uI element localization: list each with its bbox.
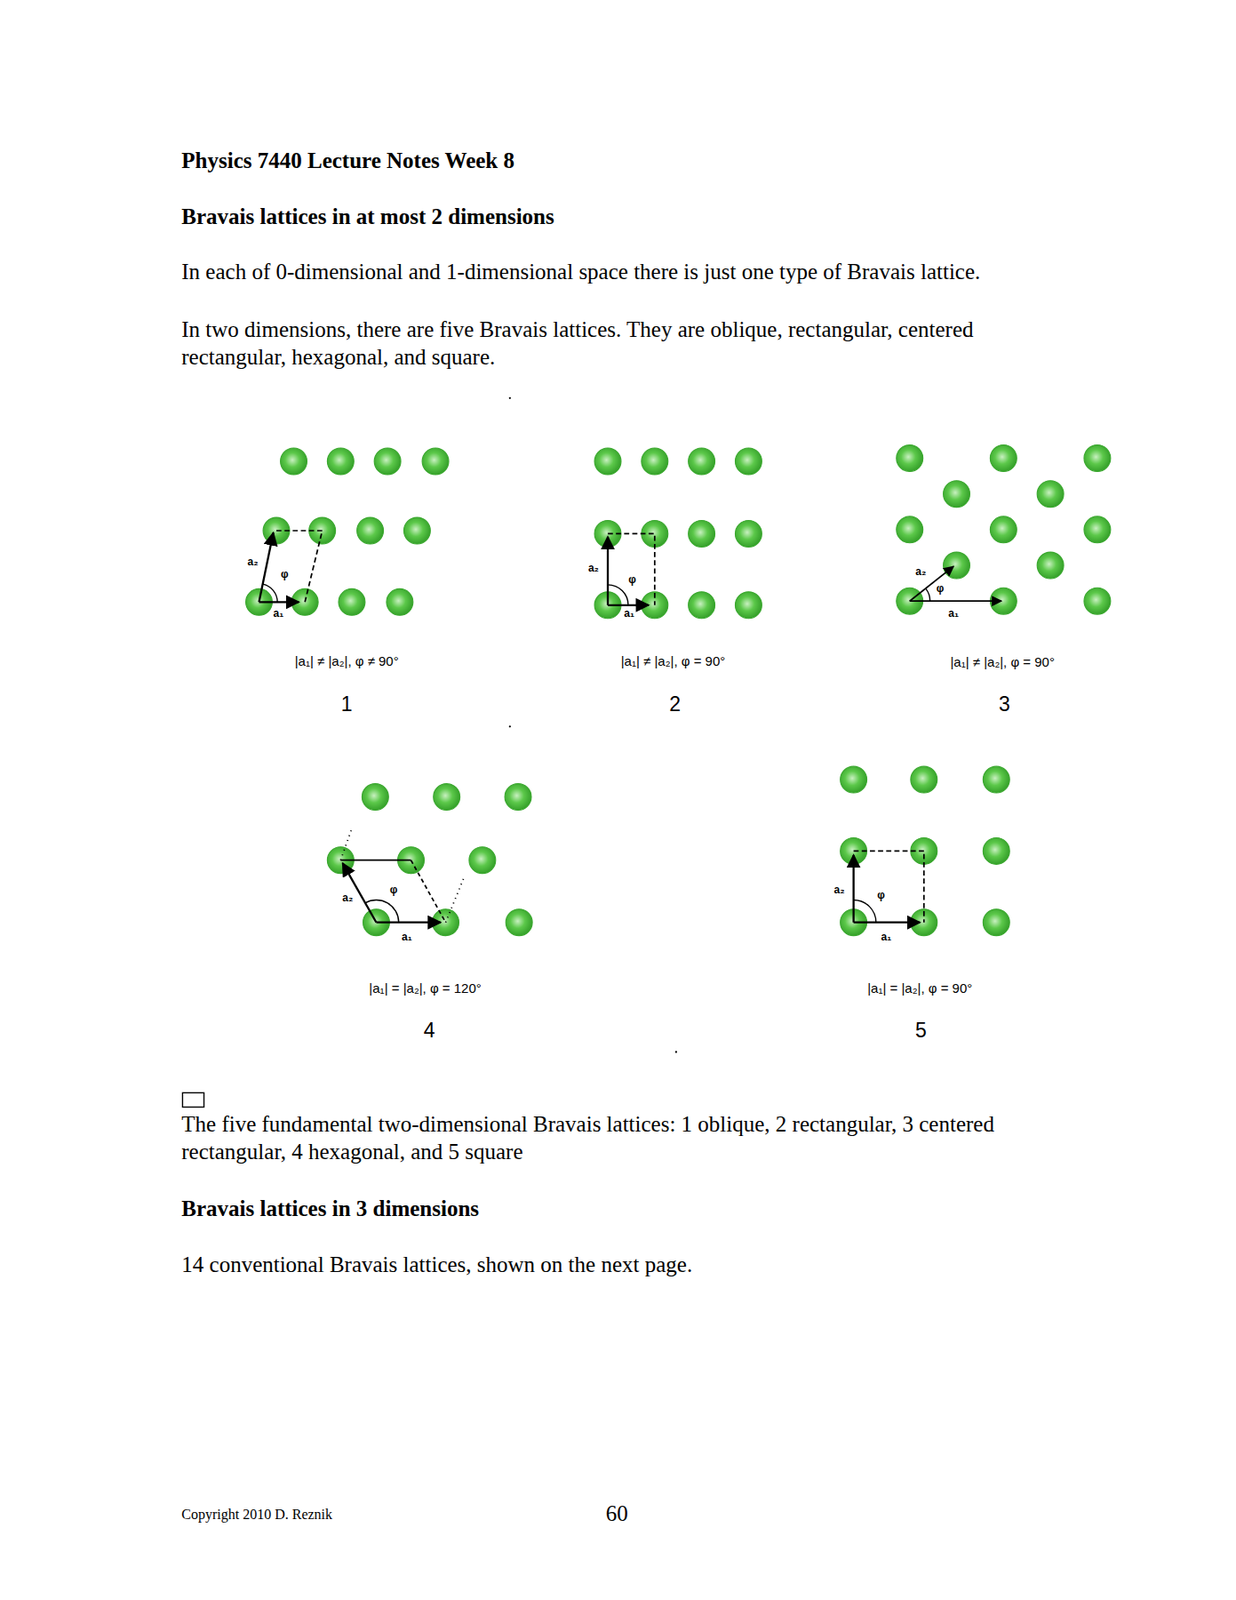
figure-caption: The five fundamental two-dimensional Bra…	[181, 1109, 1035, 1165]
cell-outline	[276, 530, 323, 602]
lattice-atom	[505, 909, 533, 936]
paragraph: In two dimensions, there are five Bravai…	[181, 315, 1070, 371]
lattice-atom	[469, 846, 496, 874]
vector-a1	[259, 600, 300, 603]
empty-box	[182, 1092, 204, 1107]
footer-copyright: Copyright 2010 D. Reznik	[181, 1505, 333, 1524]
lattice-atom	[943, 480, 971, 508]
section-heading: Bravais lattices in 3 dimensions	[181, 1193, 479, 1221]
figure-number: 5	[915, 1017, 927, 1044]
cell-lines	[259, 530, 1003, 923]
lattice-atom	[982, 909, 1010, 936]
lattice-atom	[1084, 587, 1111, 615]
angle-arcs	[263, 583, 931, 923]
vector-label: a₂	[247, 555, 260, 569]
page-title: Physics 7440 Lecture Notes Week 8	[181, 146, 515, 175]
cell-outline	[607, 533, 655, 605]
figure-number: 2	[669, 690, 681, 717]
angle-arc	[607, 584, 629, 606]
paragraph: 14 conventional Bravais lattices, shown …	[181, 1249, 693, 1277]
figure-number: 3	[998, 690, 1011, 717]
lattice-atom	[641, 447, 669, 475]
angle-label: φ	[935, 582, 946, 596]
cell-outline	[340, 859, 411, 862]
lattice-atom	[840, 765, 868, 793]
lattice-condition: |a₁| = |a₂|, φ = 120°	[368, 978, 481, 996]
lattice-condition: |a₁| ≠ |a₂|, φ ≠ 90°	[295, 651, 399, 669]
section-heading: Bravais lattices in at most 2 dimensions	[181, 202, 554, 231]
lattice-atom	[504, 783, 532, 811]
lattice-atom	[910, 765, 938, 793]
lattice-atom	[982, 837, 1010, 864]
vector-label: a₂	[914, 564, 927, 578]
lattice-atom	[1084, 445, 1111, 472]
vector-label: a₂	[341, 890, 354, 904]
vector-label: a₁	[880, 929, 894, 943]
lattice-atom	[982, 765, 1010, 793]
lattice-atom	[433, 783, 461, 811]
lattice-atom	[361, 783, 389, 811]
vector-a2	[606, 536, 609, 606]
lattice-atom	[989, 516, 1017, 543]
vector-label: a₁	[400, 929, 414, 943]
vector-a1	[909, 599, 1002, 602]
lattice-atom	[386, 588, 414, 615]
lattice-condition: |a₁| ≠ |a₂|, φ = 90°	[621, 651, 726, 669]
atoms	[246, 445, 1111, 936]
lattice-atom	[374, 447, 401, 475]
page-number: 60	[606, 1499, 629, 1527]
lattice-atom	[403, 517, 431, 544]
angle-arc	[365, 899, 399, 922]
lattice-atom	[1036, 551, 1064, 579]
lattice-atom	[326, 447, 354, 475]
lattice-atom	[896, 516, 924, 543]
cell-outline	[853, 850, 925, 922]
cell-outline	[446, 877, 465, 922]
lattice-condition: |a₁| = |a₂|, φ = 90°	[867, 978, 973, 996]
angle-label: φ	[627, 572, 638, 586]
vector-a1	[375, 921, 440, 924]
angle-arc	[853, 899, 877, 922]
lattice-atom	[338, 588, 366, 615]
vector-label: a₁	[947, 606, 960, 620]
angle-arc	[925, 588, 931, 601]
lattice-atom	[688, 520, 716, 548]
vector-label: a₁	[271, 606, 285, 620]
angle-label: φ	[389, 882, 399, 896]
vector-label: a₂	[587, 561, 600, 575]
lattice-atom	[422, 447, 449, 475]
lattice-condition: |a₁| ≠ |a₂|, φ = 90°	[949, 652, 1055, 670]
lattice-atom	[688, 447, 716, 475]
vector-a2	[259, 532, 274, 602]
lattice-atom	[1036, 480, 1064, 508]
lattice-atom	[594, 447, 622, 475]
angle-arc	[263, 583, 278, 602]
figure-number: 4	[423, 1017, 436, 1044]
cell-outline	[340, 828, 352, 861]
angle-label: φ	[279, 567, 290, 582]
cell-outline	[411, 860, 447, 923]
lattice-atom	[1084, 516, 1111, 543]
lattice-atom	[734, 591, 762, 619]
paragraph: In each of 0-dimensional and 1-dimension…	[181, 257, 981, 286]
vector-label: a₁	[622, 606, 636, 620]
lattice-atom	[280, 447, 308, 475]
angle-label: φ	[876, 887, 886, 902]
vector-label: a₂	[833, 882, 846, 896]
lattice-atom	[357, 517, 384, 544]
lattice-atom	[989, 445, 1017, 472]
lattice-atom	[734, 520, 762, 548]
stray-dots	[509, 397, 678, 1053]
lattice-atom	[943, 551, 971, 579]
lattice-atom	[734, 447, 762, 475]
figure-number: 1	[341, 690, 353, 717]
vector-a2	[852, 854, 854, 923]
lattice-atom	[688, 591, 716, 619]
lattice-atom	[896, 445, 924, 472]
vector-a1	[853, 921, 921, 924]
